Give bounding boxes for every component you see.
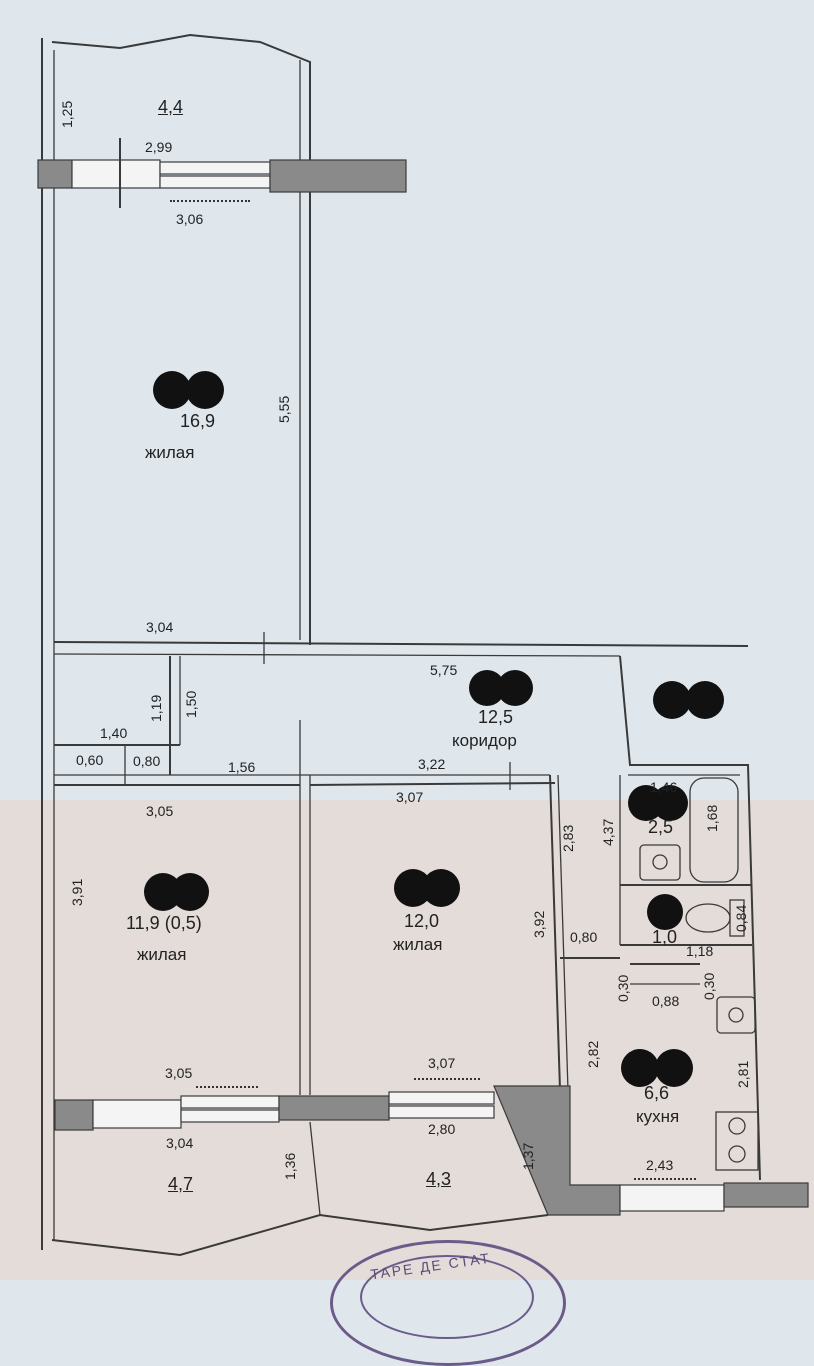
dim-label: 1,46 xyxy=(650,779,678,795)
living-mid-name: жилая xyxy=(393,935,443,954)
wall-pier xyxy=(54,1099,94,1131)
wall-pier xyxy=(278,1095,390,1121)
dim-label: 1,25 xyxy=(59,100,75,128)
dim-label: 3,04 xyxy=(166,1135,194,1151)
kitchen-name: кухня xyxy=(636,1107,680,1126)
wall-pier xyxy=(269,159,407,193)
dim-label: 1,18 xyxy=(686,943,714,959)
balcony-left-area: 4,7 xyxy=(168,1174,194,1194)
dim-label: 2,82 xyxy=(585,1040,601,1068)
kitchen-area: 6,6 xyxy=(644,1083,670,1103)
living-left-name: жилая xyxy=(137,945,187,964)
dim-label: 2,43 xyxy=(646,1157,674,1173)
dim-label: 3,05 xyxy=(146,803,174,819)
sink xyxy=(639,844,681,881)
dim-label: 2,81 xyxy=(735,1060,751,1088)
living-left-area: 11,9 (0,5) xyxy=(126,913,202,933)
corridor-name: коридор xyxy=(452,731,517,750)
bathtub xyxy=(689,777,739,883)
dim-label: 3,91 xyxy=(69,878,85,906)
dim-label: 5,75 xyxy=(430,662,458,678)
wavy-mark xyxy=(414,1072,480,1080)
dim-label: 2,80 xyxy=(428,1121,456,1137)
stove xyxy=(715,1111,759,1171)
balcony-mid-area: 4,3 xyxy=(426,1169,452,1189)
dim-label: 0,88 xyxy=(652,993,680,1009)
dim-label: 1,40 xyxy=(100,725,128,741)
living-top-area: 16,9 xyxy=(180,411,216,431)
balcony-top-outline xyxy=(51,33,311,645)
dim-label: 3,22 xyxy=(418,756,446,772)
dim-label: 3,07 xyxy=(396,789,424,805)
wall-living-corridor xyxy=(53,641,749,647)
dim-label: 0,60 xyxy=(76,752,104,768)
kitchen-sink xyxy=(716,996,756,1034)
dim-label: 0,30 xyxy=(701,972,717,1000)
dim-label: 3,05 xyxy=(165,1065,193,1081)
floor-plan xyxy=(37,33,809,1257)
bath-area: 2,5 xyxy=(648,817,674,837)
dim-label: 0,80 xyxy=(133,753,161,769)
dim-label: 5,55 xyxy=(276,395,292,423)
dim-label: 1,37 xyxy=(520,1142,536,1170)
wc-area: 1,0 xyxy=(652,927,678,947)
dim-label: 4,37 xyxy=(600,818,616,846)
wavy-mark xyxy=(196,1080,258,1088)
dim-label: 0,30 xyxy=(615,974,631,1002)
corridor-area: 12,5 xyxy=(478,707,514,727)
dim-label: 2,83 xyxy=(560,824,576,852)
dim-label: 1,50 xyxy=(183,690,199,718)
dim-label: 3,07 xyxy=(428,1055,456,1071)
balcony-top-area: 4,4 xyxy=(158,97,184,117)
toilet xyxy=(685,903,731,933)
dim-label: 1,19 xyxy=(148,694,164,722)
wavy-mark xyxy=(170,194,250,202)
living-mid-area: 12,0 xyxy=(404,911,440,931)
dim-label: 1,36 xyxy=(282,1152,298,1180)
dim-label: 1,68 xyxy=(704,804,720,832)
dim-label: 2,99 xyxy=(145,139,173,155)
wall-pier xyxy=(37,159,73,189)
dim-label: 3,06 xyxy=(176,211,204,227)
dim-label: 0,84 xyxy=(733,904,749,932)
dim-label: 1,56 xyxy=(228,759,256,775)
dim-label: 3,92 xyxy=(531,910,547,938)
wavy-mark xyxy=(634,1172,696,1180)
dim-label: 0,80 xyxy=(570,929,598,945)
living-top-name: жилая xyxy=(145,443,195,462)
dim-label: 3,04 xyxy=(146,619,174,635)
